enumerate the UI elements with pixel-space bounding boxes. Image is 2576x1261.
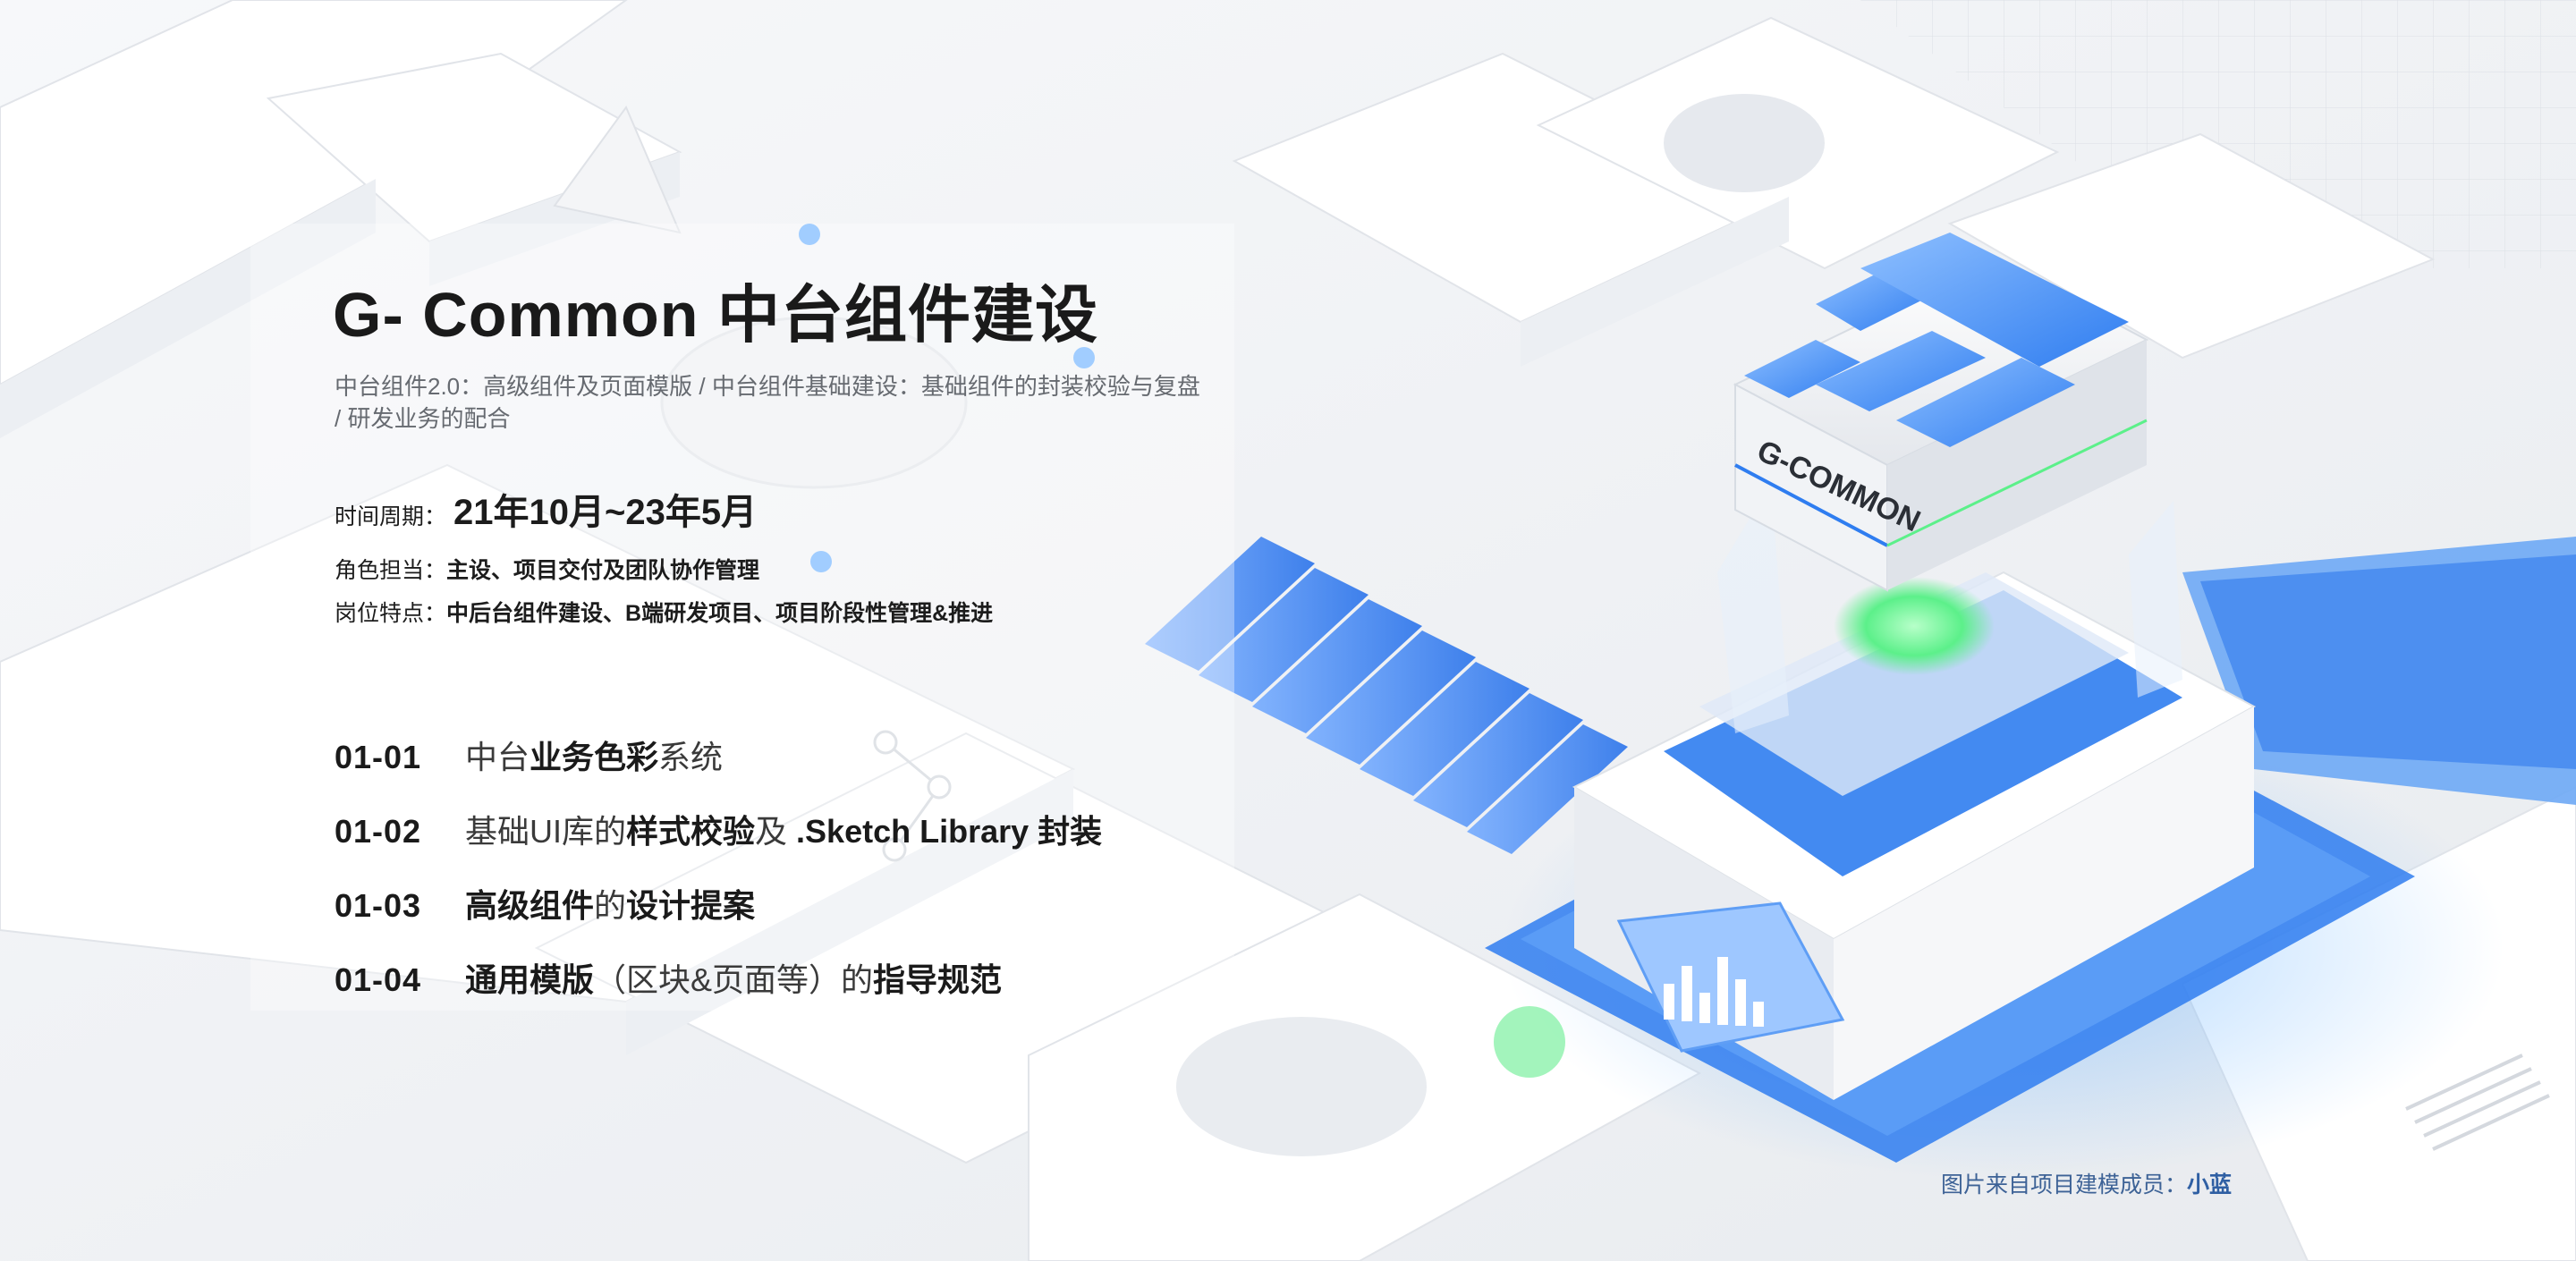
item-text: （区块&页面等）的 (594, 961, 874, 998)
item-text-bold: 样式校验 (626, 813, 756, 850)
period-value: 21年10月~23年5月 (453, 493, 758, 532)
item-number: 01-03 (335, 887, 422, 924)
item-text: 基础UI库的 (465, 813, 627, 850)
feature-row: 岗位特点：中后台组件建设、B端研发项目、项目阶段性管理&推进 (335, 596, 993, 628)
role-value: 主设、项目交付及团队协作管理 (446, 558, 760, 583)
item-text-bold: 指导规范 (873, 961, 1003, 998)
item-number: 01-04 (335, 961, 422, 998)
list-item: 01-01 中台业务色彩系统 (335, 732, 723, 778)
list-item: 01-04 通用模版（区块&页面等）的指导规范 (335, 954, 1002, 1001)
feature-label: 岗位特点： (335, 601, 447, 626)
feature-value: 中后台组件建设、B端研发项目、项目阶段性管理&推进 (446, 601, 994, 626)
page-title: G- Common 中台组件建设 (333, 280, 1098, 350)
role-label: 角色担当： (335, 558, 447, 583)
list-item: 01-02 基础UI库的样式校验及 .Sketch Library 封装 (335, 806, 1102, 852)
item-text-bold: 设计提案 (626, 887, 756, 924)
period-label: 时间周期： (335, 504, 447, 529)
period-row: 时间周期：21年10月~23年5月 (335, 483, 757, 535)
item-text-bold: 高级组件 (465, 887, 595, 924)
item-text: 的 (594, 887, 627, 924)
item-text: 中台 (465, 739, 530, 775)
item-text: 系统 (658, 739, 724, 775)
credit-label: 图片来自项目建模成员： (1941, 1172, 2188, 1198)
item-text-bold: 业务色彩 (530, 739, 659, 775)
list-item: 01-03 高级组件的设计提案 (335, 880, 755, 927)
image-credit: 图片来自项目建模成员：小蓝 (1941, 1167, 2232, 1199)
item-text: 及 (755, 813, 797, 850)
item-text-bold: .Sketch Library 封装 (796, 813, 1103, 850)
item-number: 01-01 (335, 739, 422, 775)
role-row: 角色担当：主设、项目交付及团队协作管理 (335, 553, 759, 585)
credit-name: 小蓝 (2187, 1172, 2233, 1198)
item-number: 01-02 (335, 813, 422, 850)
page-subtitle: 中台组件2.0：高级组件及页面模版 / 中台组件基础建设：基础组件的封装校验与复… (335, 373, 1200, 432)
item-text-bold: 通用模版 (465, 961, 595, 998)
